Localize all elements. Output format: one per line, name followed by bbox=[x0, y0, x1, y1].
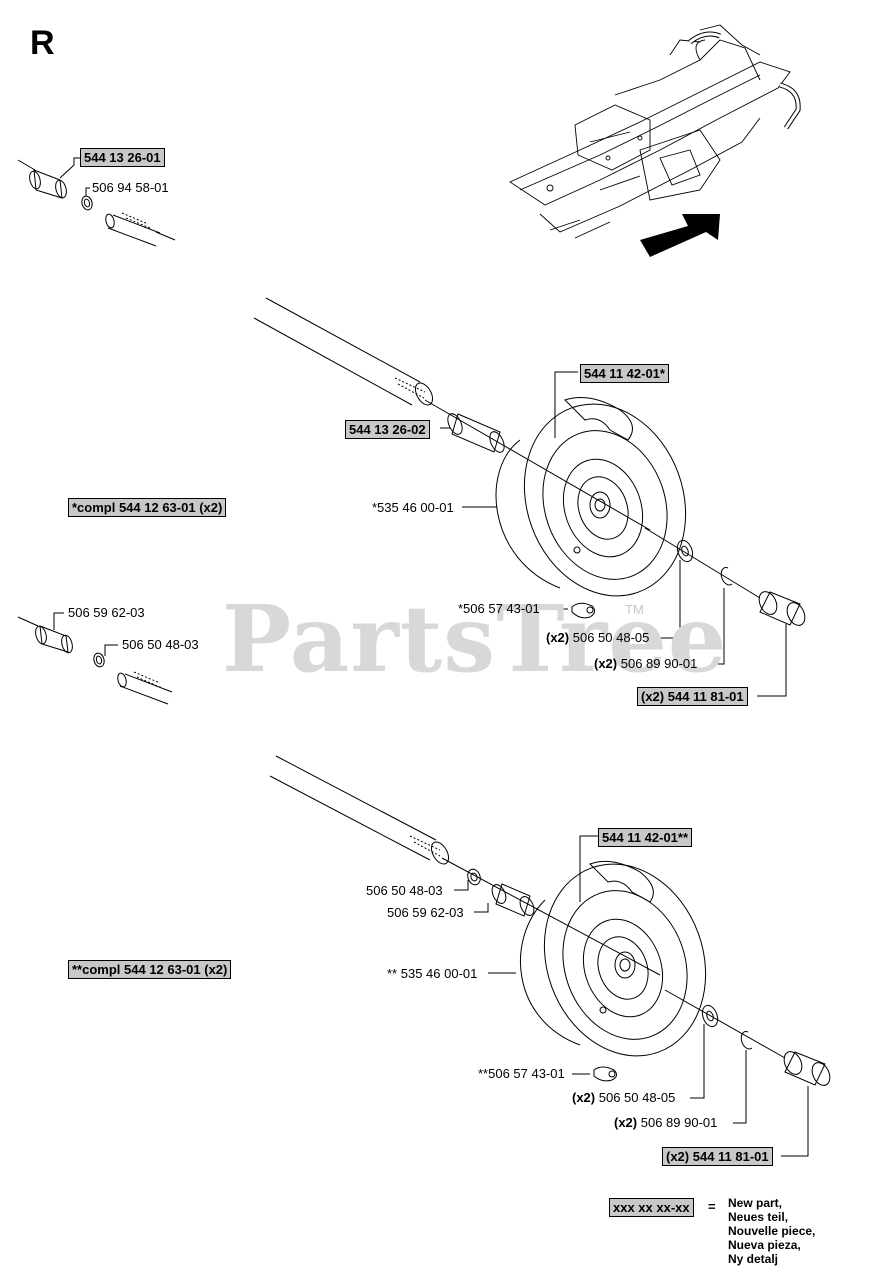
part-label-mid-sleeve[interactable]: 506 59 62-03 bbox=[68, 605, 145, 620]
part-label-wheel-b-clip[interactable]: (x2) 506 89 90-01 bbox=[614, 1115, 717, 1130]
top-axle-sleeve-detail bbox=[17, 157, 176, 247]
part-label-wheel-b-valve[interactable]: **506 57 43-01 bbox=[478, 1066, 565, 1081]
part-label-wheel-b-tire[interactable]: ** 535 46 00-01 bbox=[387, 966, 478, 981]
part-label-wheel-a-tire[interactable]: *535 46 00-01 bbox=[372, 500, 454, 515]
part-label-wheel-b-washer-in[interactable]: 506 50 48-03 bbox=[366, 883, 443, 898]
watermark-trademark: TM bbox=[625, 602, 644, 617]
part-label-wheel-b-hub[interactable]: 544 11 42-01** bbox=[598, 828, 693, 847]
legend-line: New part, bbox=[728, 1196, 783, 1210]
qty-label: (x2) bbox=[546, 630, 570, 645]
part-label-top-washer[interactable]: 506 94 58-01 bbox=[92, 180, 169, 195]
section-letter: R bbox=[30, 24, 55, 62]
part-label-wheel-a-washer[interactable]: (x2) 506 50 48-05 bbox=[546, 630, 649, 645]
legend-equals: = bbox=[708, 1199, 716, 1214]
legend-line: Nouvelle piece, bbox=[728, 1224, 816, 1238]
part-label-wheel-a-hub[interactable]: 544 11 42-01* bbox=[580, 364, 669, 383]
part-label-compl-b[interactable]: **compl 544 12 63-01 (x2) bbox=[68, 960, 232, 979]
part-label-top-sleeve[interactable]: 544 13 26-01 bbox=[80, 148, 165, 167]
part-number: 506 50 48-05 bbox=[598, 1090, 676, 1105]
part-label-wheel-a-sleeve[interactable]: 544 13 26-02 bbox=[345, 420, 430, 439]
legend-text: New part, Neues teil, Nouvelle piece, Nu… bbox=[728, 1196, 815, 1266]
watermark-text: PartsTree bbox=[222, 585, 728, 693]
part-label-wheel-a-clip[interactable]: (x2) 506 89 90-01 bbox=[594, 656, 697, 671]
part-number: 506 50 48-05 bbox=[572, 630, 650, 645]
upper-wheel-assembly bbox=[253, 297, 806, 697]
legend-new-part-box: xxx xx xx-xx bbox=[609, 1198, 694, 1217]
legend-line: Ny detalj bbox=[728, 1252, 779, 1266]
part-label-wheel-b-sleeve[interactable]: 506 59 62-03 bbox=[387, 905, 464, 920]
part-number: 506 89 90-01 bbox=[620, 656, 698, 671]
lower-wheel-assembly bbox=[269, 755, 831, 1157]
part-label-wheel-b-washer[interactable]: (x2) 506 50 48-05 bbox=[572, 1090, 675, 1105]
qty-label: (x2) bbox=[594, 656, 618, 671]
legend-line: Neues teil, bbox=[728, 1210, 789, 1224]
chassis-frame-thumbnail bbox=[509, 24, 801, 239]
legend-line: Nueva pieza, bbox=[728, 1238, 801, 1252]
part-label-compl-a[interactable]: *compl 544 12 63-01 (x2) bbox=[68, 498, 227, 517]
part-label-mid-washer[interactable]: 506 50 48-03 bbox=[122, 637, 199, 652]
part-label-wheel-a-valve[interactable]: *506 57 43-01 bbox=[458, 601, 540, 616]
qty-label: (x2) bbox=[614, 1115, 638, 1130]
part-label-wheel-b-cap[interactable]: (x2) 544 11 81-01 bbox=[662, 1147, 773, 1166]
part-label-wheel-a-cap[interactable]: (x2) 544 11 81-01 bbox=[637, 687, 748, 706]
arrow-pointer bbox=[640, 214, 720, 257]
qty-label: (x2) bbox=[572, 1090, 596, 1105]
middle-axle-sleeve-detail bbox=[17, 612, 173, 705]
part-number: 506 89 90-01 bbox=[640, 1115, 718, 1130]
